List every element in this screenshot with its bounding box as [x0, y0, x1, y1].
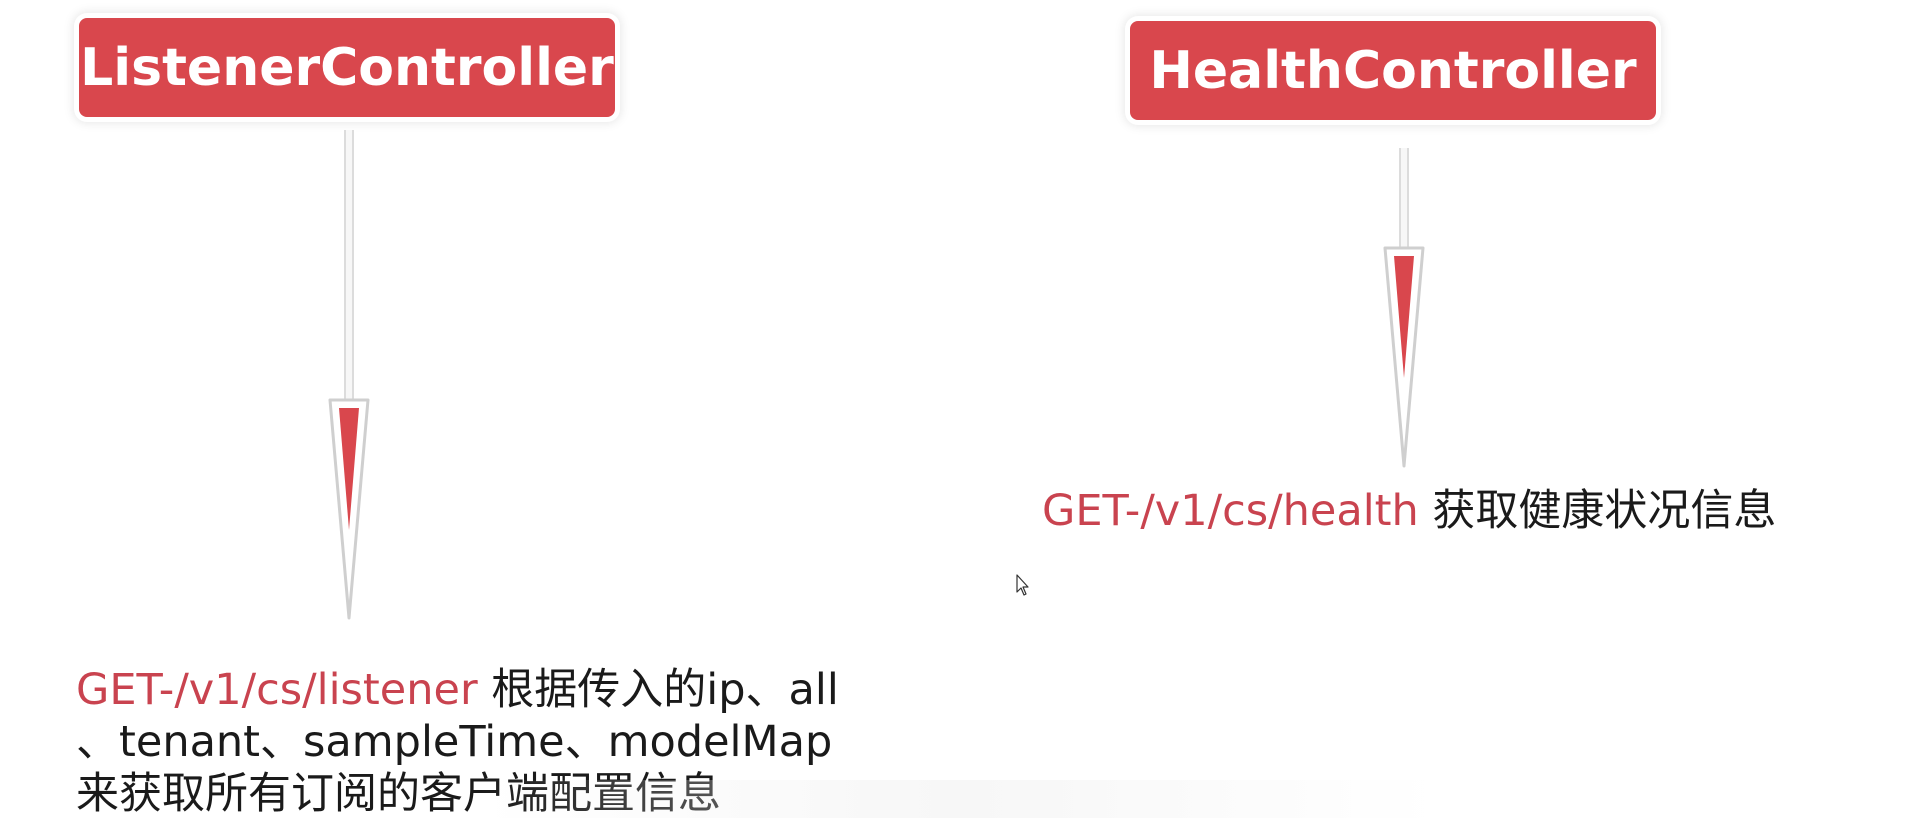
bottom-fade-strip: [480, 780, 1440, 818]
listener-description: GET-/v1/cs/listener 根据传入的ip、all 、tenant、…: [76, 664, 839, 820]
listener-controller-node: ListenerController: [79, 18, 615, 117]
health-description-text: 获取健康状况信息: [1418, 486, 1777, 536]
mouse-pointer-icon: [1016, 574, 1029, 596]
listener-description-line-2: 、tenant、sampleTime、modelMap: [76, 717, 833, 767]
health-controller-node: HealthController: [1130, 21, 1656, 120]
health-description: GET-/v1/cs/health 获取健康状况信息: [1042, 485, 1776, 537]
listener-description-line-1: GET-/v1/cs/listener 根据传入的ip、all: [76, 664, 839, 716]
health-arrow: [1383, 148, 1425, 468]
listener-description-text-1: 根据传入的ip、all: [477, 665, 839, 715]
health-endpoint: GET-/v1/cs/health: [1042, 486, 1419, 536]
listener-arrow: [328, 130, 370, 620]
listener-endpoint: GET-/v1/cs/listener: [76, 665, 478, 715]
